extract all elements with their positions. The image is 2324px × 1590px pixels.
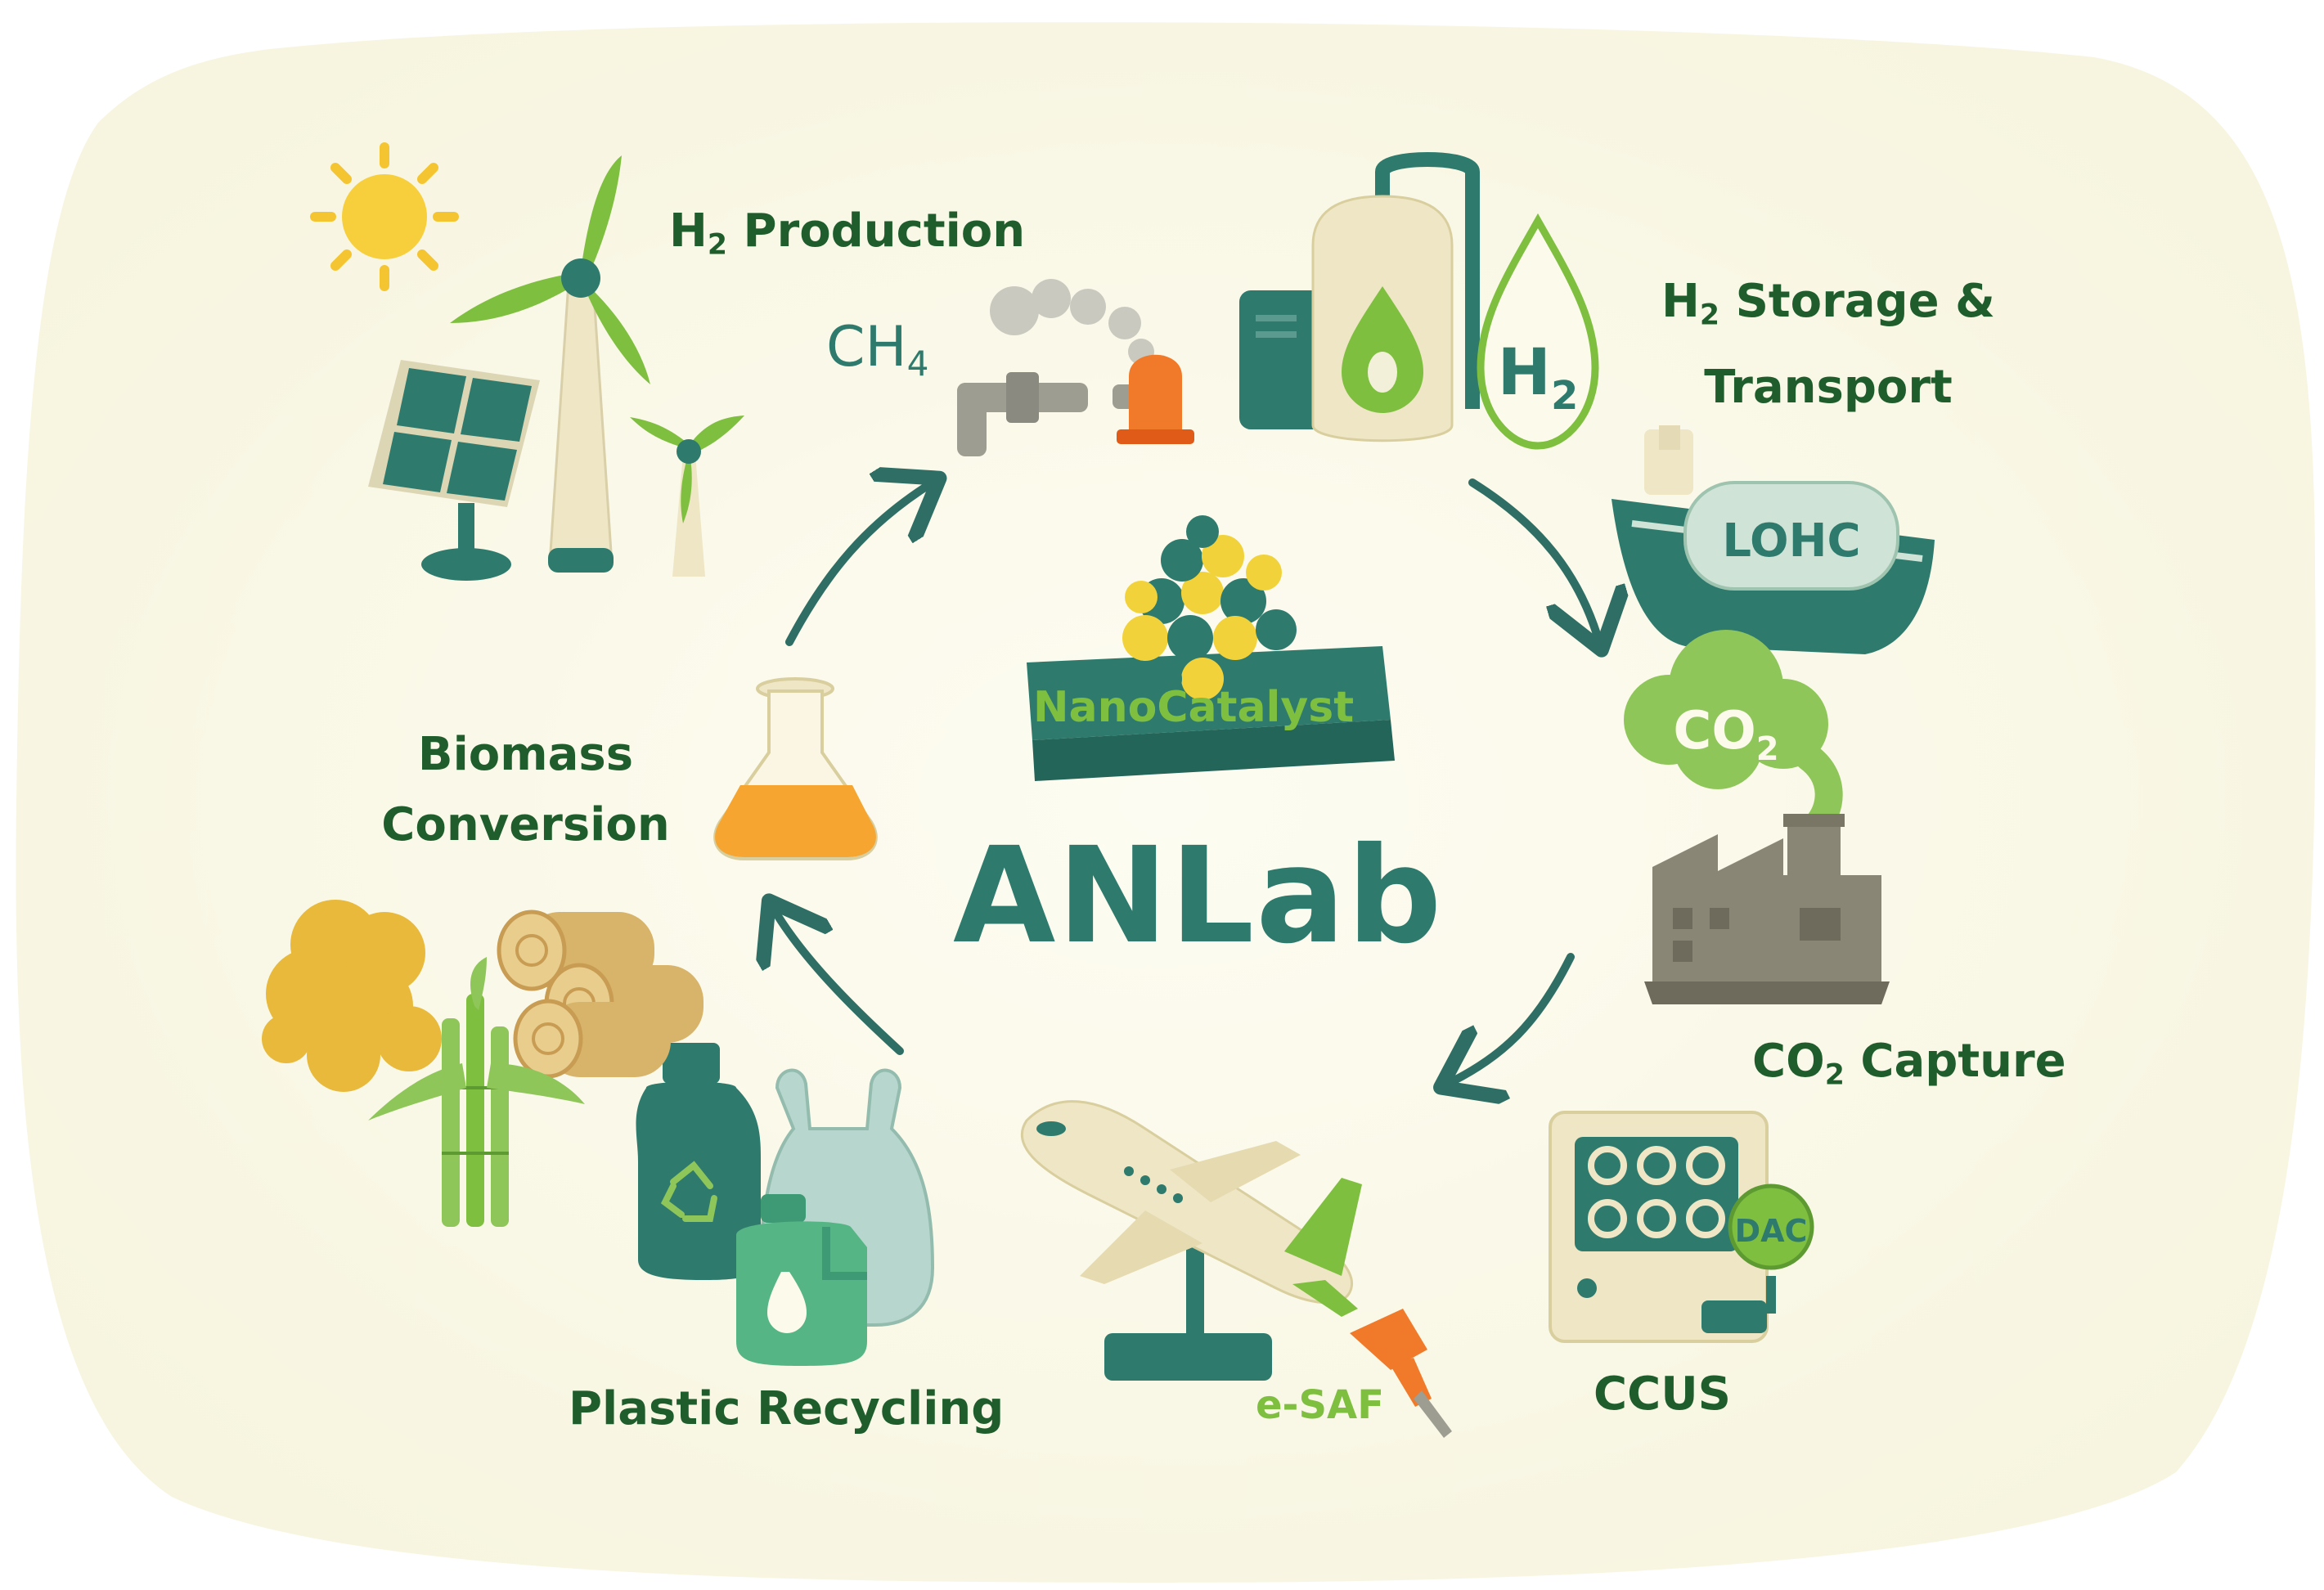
- label-co2-capture-suffix: Capture: [1844, 1035, 2066, 1088]
- label-co2-capture-prefix: CO: [1752, 1035, 1825, 1088]
- label-h2-production-sub: 2: [707, 228, 728, 262]
- lohc-ship-icon: LOHC: [1612, 425, 1935, 654]
- label-h2-production-suffix: Production: [727, 204, 1026, 258]
- svg-text:H2: H2: [1498, 336, 1579, 419]
- label-h2-storage-suffix: Storage &: [1719, 275, 1995, 328]
- label-ccus: CCUS: [1594, 1368, 1731, 1421]
- factory-icon: [1644, 814, 1890, 1004]
- label-h2-storage-line2: Transport: [1704, 360, 1953, 414]
- label-co2-capture: CO2 Capture: [1752, 1035, 2066, 1092]
- label-h2-storage: H2 Storage & Transport: [1656, 266, 2000, 424]
- h2-storage-tank-icon: [1239, 152, 1480, 442]
- cycle-arrow-icon: [1448, 953, 1575, 1084]
- label-h2-storage-sub: 2: [1699, 299, 1720, 332]
- plastic-bottle-icon: [636, 1043, 761, 1280]
- airplane-icon: [1021, 1100, 1362, 1381]
- gas-pipe-icon: [957, 279, 1194, 456]
- svg-text:DAC: DAC: [1735, 1213, 1808, 1249]
- sugarcane-icon: [368, 957, 585, 1227]
- cycle-arrow-icon: [773, 908, 904, 1055]
- straw-icon: [262, 900, 442, 1092]
- label-h2-storage-prefix: H: [1661, 275, 1700, 328]
- label-biomass-conversion: Biomass Conversion: [380, 720, 671, 860]
- solar-panel-icon: [368, 360, 540, 581]
- label-co2-capture-sub: 2: [1824, 1058, 1845, 1092]
- svg-text:LOHC: LOHC: [1722, 514, 1860, 568]
- label-h2-production: H2 Production: [669, 204, 1025, 262]
- logo-anlab: ANLab: [953, 820, 1444, 973]
- label-h2-production-prefix: H: [669, 204, 708, 258]
- label-nanocatalyst: NanoCatalyst: [1033, 683, 1355, 732]
- cycle-arrow-icon: [785, 483, 933, 646]
- nanoparticle-icon: [1027, 515, 1395, 781]
- wind-turbine-icon: [630, 415, 744, 577]
- wood-logs-icon: [497, 910, 703, 1079]
- h2-droplet-icon: H2: [1477, 213, 1599, 450]
- svg-text:CO2: CO2: [1673, 701, 1778, 768]
- cycle-arrows: [773, 483, 1599, 1084]
- detergent-jug-icon: [736, 1194, 867, 1366]
- sun-icon: [310, 142, 459, 291]
- fuel-nozzle-icon: [1350, 1309, 1452, 1438]
- label-methane-sub: 4: [906, 343, 929, 384]
- flask-icon: [713, 677, 878, 860]
- label-esaf: e-SAF: [1256, 1382, 1384, 1428]
- label-methane: CH4: [826, 315, 928, 384]
- label-plastic-recycling: Plastic Recycling: [569, 1382, 1005, 1435]
- wind-turbine-icon: [450, 155, 650, 573]
- label-biomass-line2: Conversion: [381, 798, 670, 851]
- co2-cloud-icon: CO2: [1624, 630, 1843, 840]
- dac-unit-icon: DAC: [1549, 1111, 1814, 1343]
- label-methane-main: CH: [826, 315, 907, 380]
- label-biomass-line1: Biomass: [417, 728, 634, 781]
- cycle-arrow-icon: [1468, 478, 1599, 642]
